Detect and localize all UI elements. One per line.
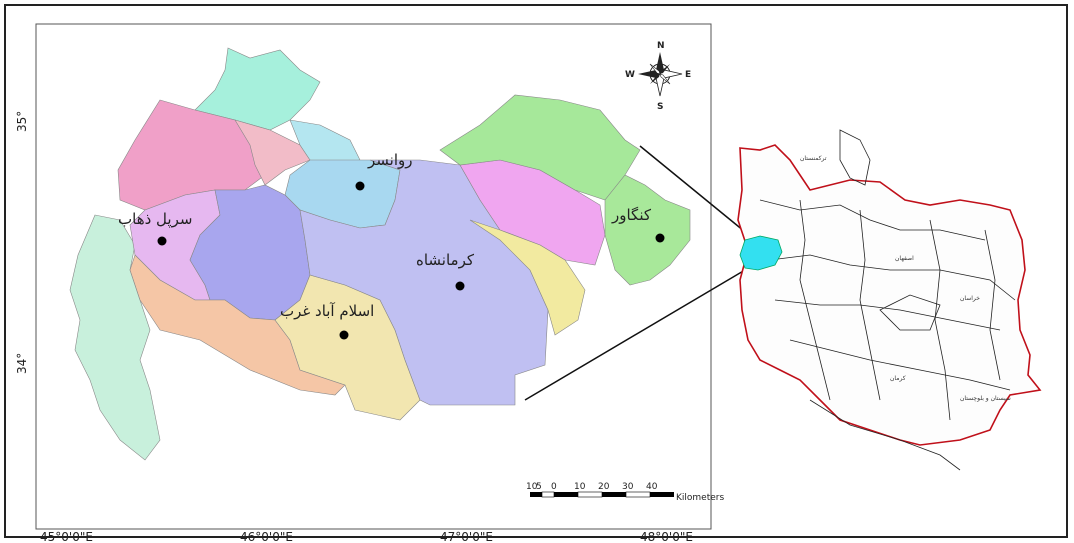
city-dot-ravansar [355,181,365,191]
city-label-kermanshah: کرمانشاه [416,251,475,269]
city-dot-kermanshah [455,281,465,291]
connector-line-bottom [524,269,746,401]
lon-label-46: 46°0'0"E [240,530,293,543]
iran-tiny-label: کرمان [890,375,906,382]
city-label-kangavar: کنگاور [611,206,652,224]
iran-tiny-label: سیستان و بلوچستان [960,395,1011,402]
compass-s: S [657,102,663,112]
province-regions [69,47,691,461]
scale-tick-20: 20 [598,482,610,492]
lat-label-34: 34° [15,353,29,374]
scale-tick-0: 0 [551,482,557,492]
region-west-mint [69,214,161,461]
lon-label-45: 45°0'0"E [40,530,93,543]
city-markers: روانسر سرپل ذهاب کرمانشاه اسلام آباد غرب… [118,151,665,340]
scale-tick-10a: 10 [526,482,538,492]
compass-w: W [625,70,635,80]
region-yellow-east [469,219,586,336]
region-green-ne [439,94,641,201]
city-dot-kangavar [655,233,665,243]
region-salmon [234,119,311,186]
compass-n: N [657,41,665,51]
scale-tick-5: 5 [536,482,542,492]
connector-line-top [639,145,756,241]
city-label-sarpol: سرپل ذهاب [118,210,192,229]
kermanshah-highlight [739,235,783,271]
lon-label-48: 48°0'0"E [640,530,693,543]
city-label-eslamabad: اسلام آباد غرب [280,302,374,320]
iran-border [737,144,1042,446]
scale-unit: Kilometers [676,493,724,503]
compass-e: E [685,70,691,80]
scale-tick-10b: 10 [574,482,586,492]
iran-tiny-label: خراسان [960,295,980,302]
city-dot-sarpol [157,236,167,246]
city-label-ravansar: روانسر [367,151,413,169]
scale-bar: 10 5 0 10 20 30 40 Kilometers [526,482,724,503]
scale-tick-40: 40 [646,482,658,492]
coordinate-labels: 45°0'0"E 46°0'0"E 47°0'0"E 48°0'0"E 35° … [15,111,693,543]
region-kangavar [604,174,691,286]
inset-frame [35,23,712,530]
iran-inset-map: ترکمنستان اصفهان خراسان کرمان سیستان و ب… [737,129,1042,471]
lon-label-47: 47°0'0"E [440,530,493,543]
lat-label-35: 35° [15,111,29,132]
compass-rose-icon: N S E W [625,41,691,112]
city-dot-eslamabad [339,330,349,340]
iran-tiny-label: اصفهان [895,255,914,262]
scale-tick-30: 30 [622,482,634,492]
iran-tiny-label: ترکمنستان [800,155,827,162]
